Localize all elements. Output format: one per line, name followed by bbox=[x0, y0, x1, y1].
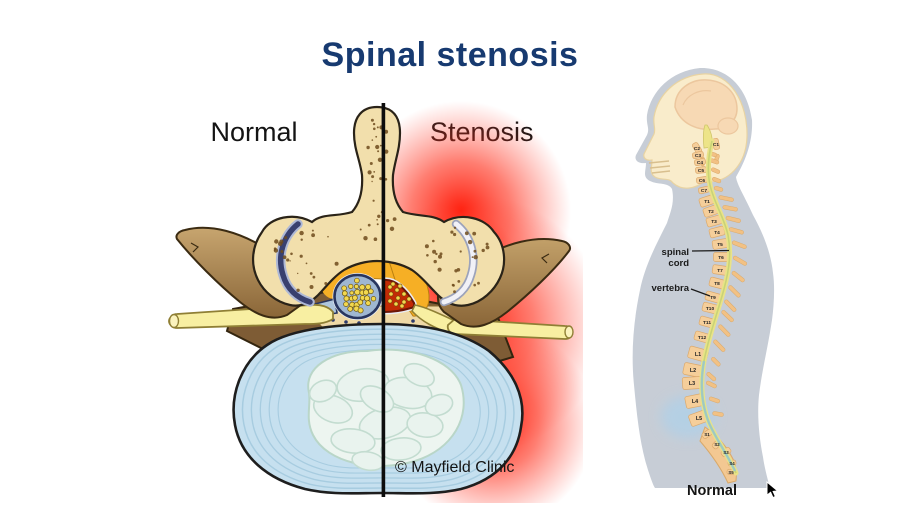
vertebra-label-T12: T12 bbox=[698, 335, 707, 341]
vertebra-label-T9: T9 bbox=[710, 295, 716, 301]
vertebra-T8 bbox=[708, 276, 741, 298]
brain-fold bbox=[682, 90, 712, 106]
vertebra-label-S4: S4 bbox=[729, 461, 735, 466]
vertebra-label-S1: S1 bbox=[704, 432, 710, 437]
vertebra-label-L3: L3 bbox=[689, 381, 695, 387]
vertebra-L2 bbox=[682, 362, 717, 382]
facet-joint-degenerated bbox=[441, 221, 476, 305]
teeth-lines bbox=[648, 160, 671, 174]
vertebra-T7 bbox=[711, 264, 745, 283]
vertebra-label-L5: L5 bbox=[696, 416, 702, 422]
mouse-cursor bbox=[766, 481, 779, 499]
vertebra-label-T6: T6 bbox=[718, 255, 724, 261]
divider-line bbox=[381, 103, 386, 497]
annulus-rings bbox=[241, 328, 515, 490]
annotation-spinal-cord: spinal cord bbox=[662, 247, 730, 269]
bone-crack-right bbox=[541, 253, 550, 264]
vertebra-C4 bbox=[694, 157, 720, 167]
annotation-vertebra-label: vertebra bbox=[652, 283, 690, 294]
vertebra-label-T11: T11 bbox=[703, 320, 711, 326]
annotation-spinal-cord-line2: cord bbox=[668, 258, 689, 269]
vertebra-C5 bbox=[695, 166, 721, 174]
cerebellum bbox=[717, 117, 739, 135]
figure-caption: Normal bbox=[687, 483, 737, 499]
vertebra-label-T7: T7 bbox=[717, 268, 723, 274]
nucleus-texture bbox=[308, 362, 454, 472]
vertebra-label-T4: T4 bbox=[714, 230, 720, 236]
vertebra-label-S5: S5 bbox=[728, 470, 734, 475]
vertebra-label-T5: T5 bbox=[717, 242, 723, 248]
annotation-vertebra: vertebra bbox=[652, 283, 711, 297]
vertebra-C7 bbox=[698, 185, 724, 195]
vertebra-T1 bbox=[698, 194, 734, 208]
annotation-vertebra-pointer bbox=[690, 288, 711, 297]
vertebra-L3 bbox=[681, 376, 717, 390]
vertebra-T4 bbox=[708, 225, 744, 239]
spinal-canal-normal bbox=[310, 273, 383, 320]
vertebra-label-T3: T3 bbox=[711, 219, 717, 225]
vertebra-label-C1: C1 bbox=[713, 142, 719, 148]
cauda-equina-rootlets-normal bbox=[341, 277, 377, 314]
annotation-spinal-cord-line1: spinal bbox=[662, 247, 689, 258]
vertebra-label-C3: C3 bbox=[695, 153, 701, 159]
vertebra-T3 bbox=[705, 214, 741, 228]
intervertebral-disc bbox=[232, 322, 524, 495]
vertebra-label-T8: T8 bbox=[714, 281, 720, 287]
vertebra-label-S3: S3 bbox=[723, 450, 729, 455]
label-normal-side: Normal bbox=[210, 117, 298, 147]
annotation-spinal-cord-pointer bbox=[691, 249, 730, 252]
cauda-equina-segment bbox=[700, 360, 737, 472]
vertebra-label-C5: C5 bbox=[698, 168, 704, 174]
vertebra-label-T2: T2 bbox=[708, 209, 714, 215]
cauda-equina-rootlets-compressed bbox=[387, 281, 412, 309]
vertebra-label-T10: T10 bbox=[706, 306, 715, 312]
cursor-arrow bbox=[766, 481, 779, 499]
vertebra-label-C7: C7 bbox=[701, 188, 707, 194]
brain bbox=[674, 79, 738, 131]
vertebra-label-C6: C6 bbox=[699, 178, 705, 184]
vertebra-labels: C1C2C3C4C5C6C7T1T2T3T4T5T6T7T8T9T10T11T1… bbox=[689, 142, 735, 475]
bone-crack-left bbox=[190, 242, 199, 253]
vertebra-label-C2: C2 bbox=[694, 146, 700, 152]
vertebra-label-L1: L1 bbox=[695, 352, 701, 358]
vertebra-T9 bbox=[704, 290, 737, 312]
page-title: Spinal stenosis bbox=[321, 36, 579, 74]
credit-text: © Mayfield Clinic bbox=[395, 459, 514, 476]
vertebra-label-L4: L4 bbox=[692, 399, 698, 405]
vertebra-label-S2: S2 bbox=[714, 442, 720, 447]
side-body-figure: C1C2C3C4C5C6C7T1T2T3T4T5T6T7T8T9T10T11T1… bbox=[632, 67, 775, 488]
facet-joint-normal bbox=[277, 221, 313, 305]
vertebra-label-L2: L2 bbox=[690, 368, 696, 374]
axial-vertebra-illustration: © Mayfield Clinic bbox=[168, 101, 583, 503]
vertebra-T6 bbox=[713, 252, 747, 266]
vertebra-T5 bbox=[711, 238, 747, 250]
vertebra-label-T1: T1 bbox=[704, 199, 710, 205]
vertebra-label-C4: C4 bbox=[697, 160, 703, 166]
